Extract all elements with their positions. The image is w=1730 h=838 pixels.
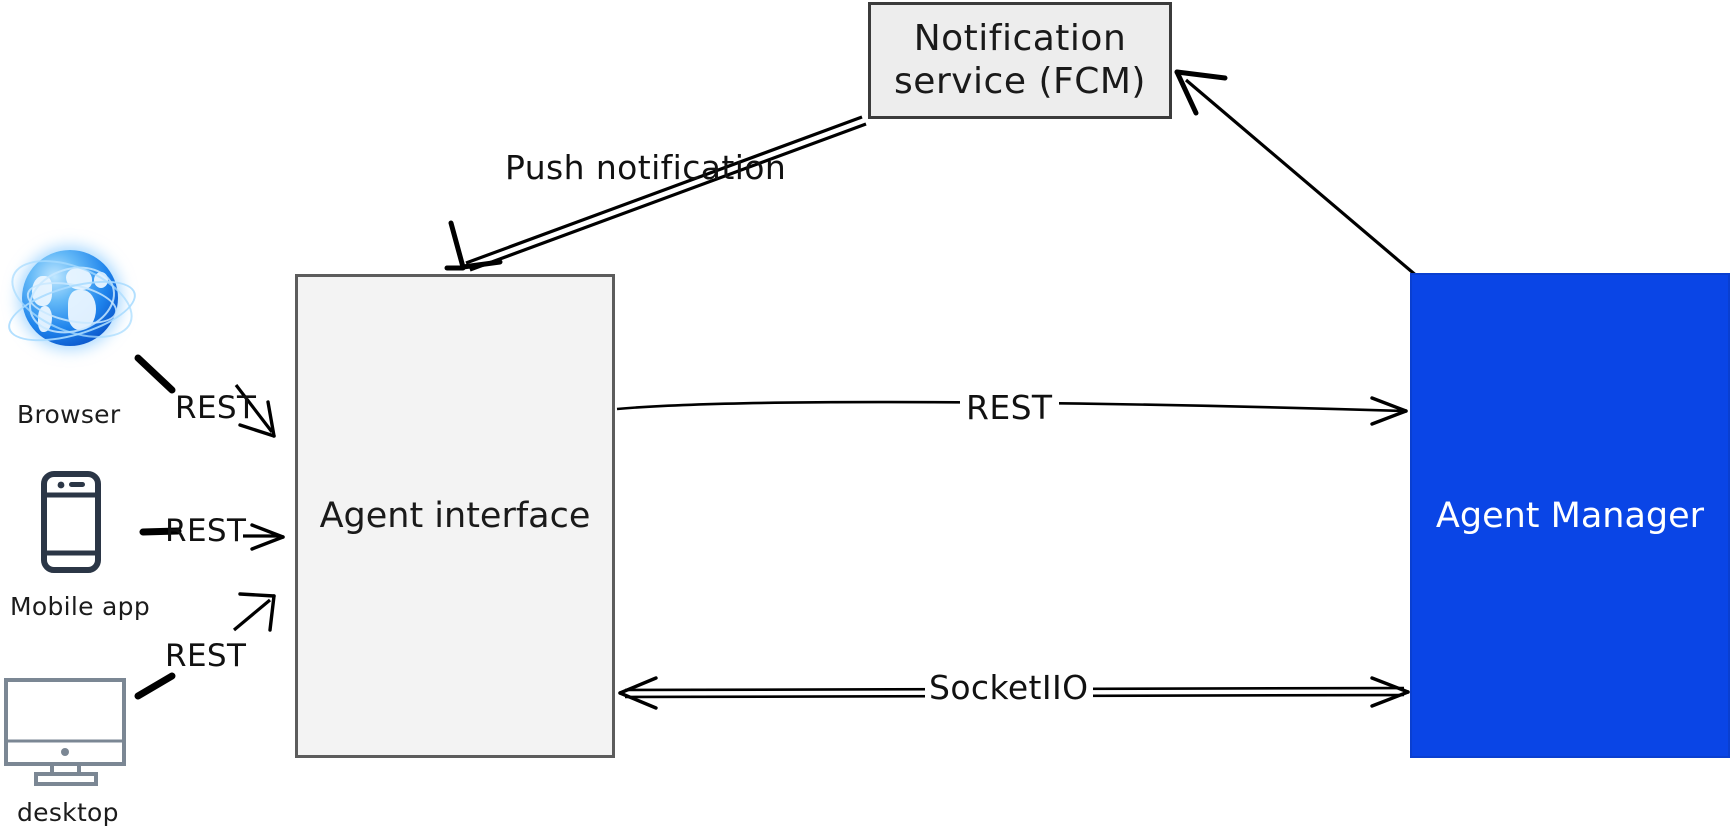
edge-label-push-notification: Push notification bbox=[505, 148, 787, 187]
caption-desktop: desktop bbox=[17, 798, 119, 827]
monitor-icon bbox=[2, 676, 130, 786]
edge-label-browser-rest: REST bbox=[175, 390, 257, 426]
node-notification-service[interactable]: Notification service (FCM) bbox=[868, 2, 1172, 119]
globe-sphere bbox=[20, 250, 124, 346]
phone-icon bbox=[40, 470, 102, 574]
notification-service-line2: service (FCM) bbox=[894, 60, 1146, 102]
edge-manager-to-notification bbox=[1174, 69, 1420, 279]
edge-label-desktop-rest: REST bbox=[165, 638, 247, 674]
edge-label-socketio: SocketIIO bbox=[925, 668, 1093, 707]
edge-label-rest-interface-manager: REST bbox=[960, 388, 1059, 427]
globe-icon bbox=[0, 240, 144, 360]
notification-service-line1: Notification bbox=[913, 18, 1127, 60]
edge-label-mobile-rest: REST bbox=[165, 513, 247, 549]
agent-interface-label: Agent interface bbox=[319, 496, 591, 536]
edge-push-notification bbox=[444, 115, 867, 272]
node-agent-manager[interactable]: Agent Manager bbox=[1410, 273, 1730, 758]
caption-mobile-app: Mobile app bbox=[10, 592, 151, 621]
caption-browser: Browser bbox=[17, 400, 121, 429]
node-agent-interface[interactable]: Agent interface bbox=[295, 274, 615, 758]
agent-manager-label: Agent Manager bbox=[1435, 495, 1705, 536]
